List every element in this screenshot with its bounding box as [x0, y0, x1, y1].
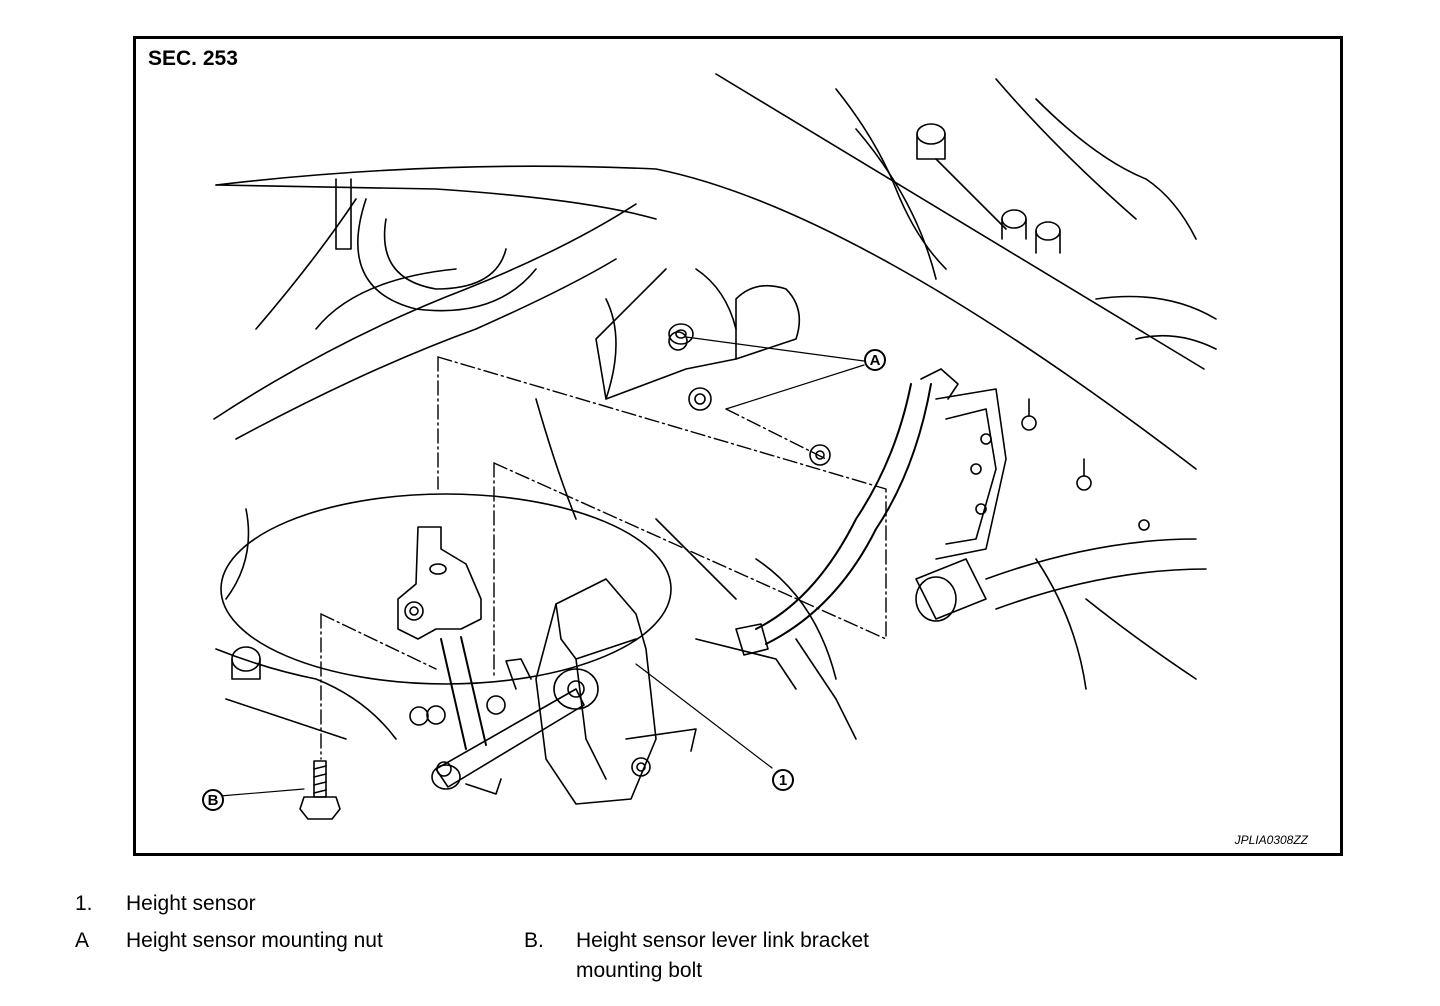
legend-item-1: 1. Height sensor [0, 889, 1440, 921]
callout-a: A [864, 349, 886, 371]
legend-key: B. [524, 929, 544, 952]
callout-b: B [202, 789, 224, 811]
alignment-lines [320, 356, 887, 760]
height-sensor-body [535, 578, 657, 805]
leader-a-2 [725, 364, 865, 410]
bolt-b-head [299, 796, 341, 820]
legend-text: Height sensor mounting nut [126, 929, 383, 952]
frame-beam [715, 73, 1205, 370]
line-drawing [207, 73, 1217, 820]
image-code: JPLIA0308ZZ [1234, 833, 1308, 847]
leader-1 [635, 663, 773, 769]
legend-item-b: B. Height sensor lever link bracket moun… [520, 926, 940, 990]
tire-outline [220, 493, 672, 685]
leader-b [207, 788, 305, 798]
diagram-figure: SEC. 253 JPLIA0308ZZ A 1 B [133, 36, 1343, 856]
section-label: SEC. 253 [148, 47, 238, 70]
legend-text: Height sensor lever link bracket mountin… [576, 929, 869, 982]
legend-key: A [75, 929, 90, 952]
sensor-bracket [397, 526, 482, 640]
legend-text: Height sensor [126, 892, 256, 915]
legend-item-a: A Height sensor mounting nut [0, 926, 520, 958]
legend-key: 1. [75, 892, 93, 915]
callout-1: 1 [772, 769, 794, 791]
leader-a-1 [685, 336, 865, 362]
